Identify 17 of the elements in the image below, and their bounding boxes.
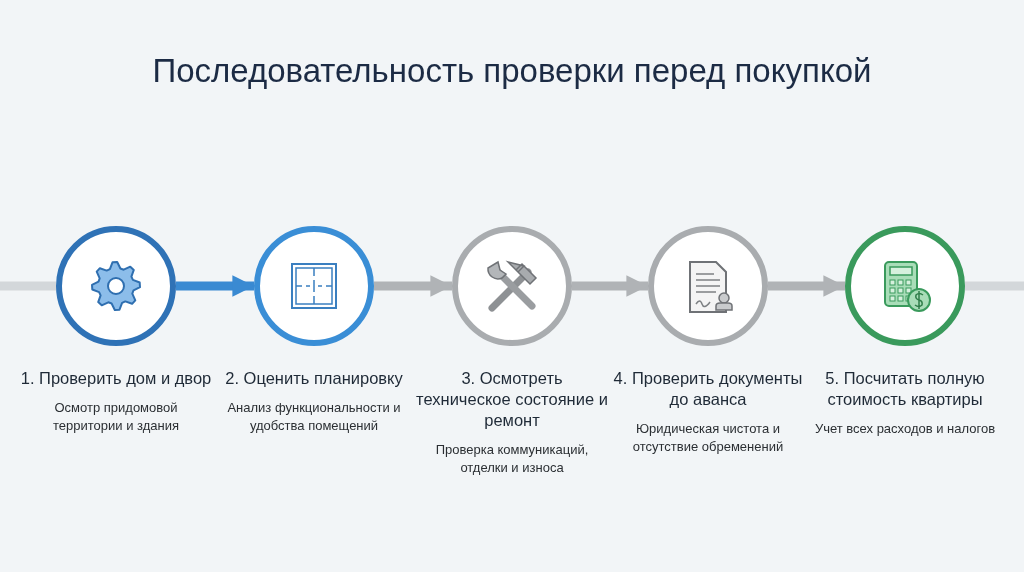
step-description: Проверка коммуникаций, отделки и износа <box>434 441 590 477</box>
step-heading: 1. Проверить дом и двор <box>20 368 212 389</box>
step-description: Учет всех расходов и налогов <box>814 420 996 438</box>
arrow <box>374 275 452 297</box>
step-heading: 2. Оценить планировку <box>225 368 403 389</box>
step-description: Анализ функциональности и удобства помещений <box>226 399 402 435</box>
arrow <box>768 275 845 297</box>
title: Последовательность проверки перед покупкой <box>152 52 872 90</box>
step-description: Юридическая чистота и отсутствие обременений <box>631 420 785 456</box>
step-heading: 4. Проверить документы до аванса <box>612 368 804 410</box>
step-heading: 5. Посчитать полную стоимость квартиры <box>824 368 986 410</box>
arrow <box>176 275 254 297</box>
step-heading: 3. Осмотреть техническое состояние и ремонт <box>415 368 609 431</box>
arrow <box>572 275 648 297</box>
connector-line <box>0 281 56 291</box>
connector-line <box>965 281 1024 291</box>
step-description: Осмотр придомовой территории и здания <box>52 399 180 435</box>
